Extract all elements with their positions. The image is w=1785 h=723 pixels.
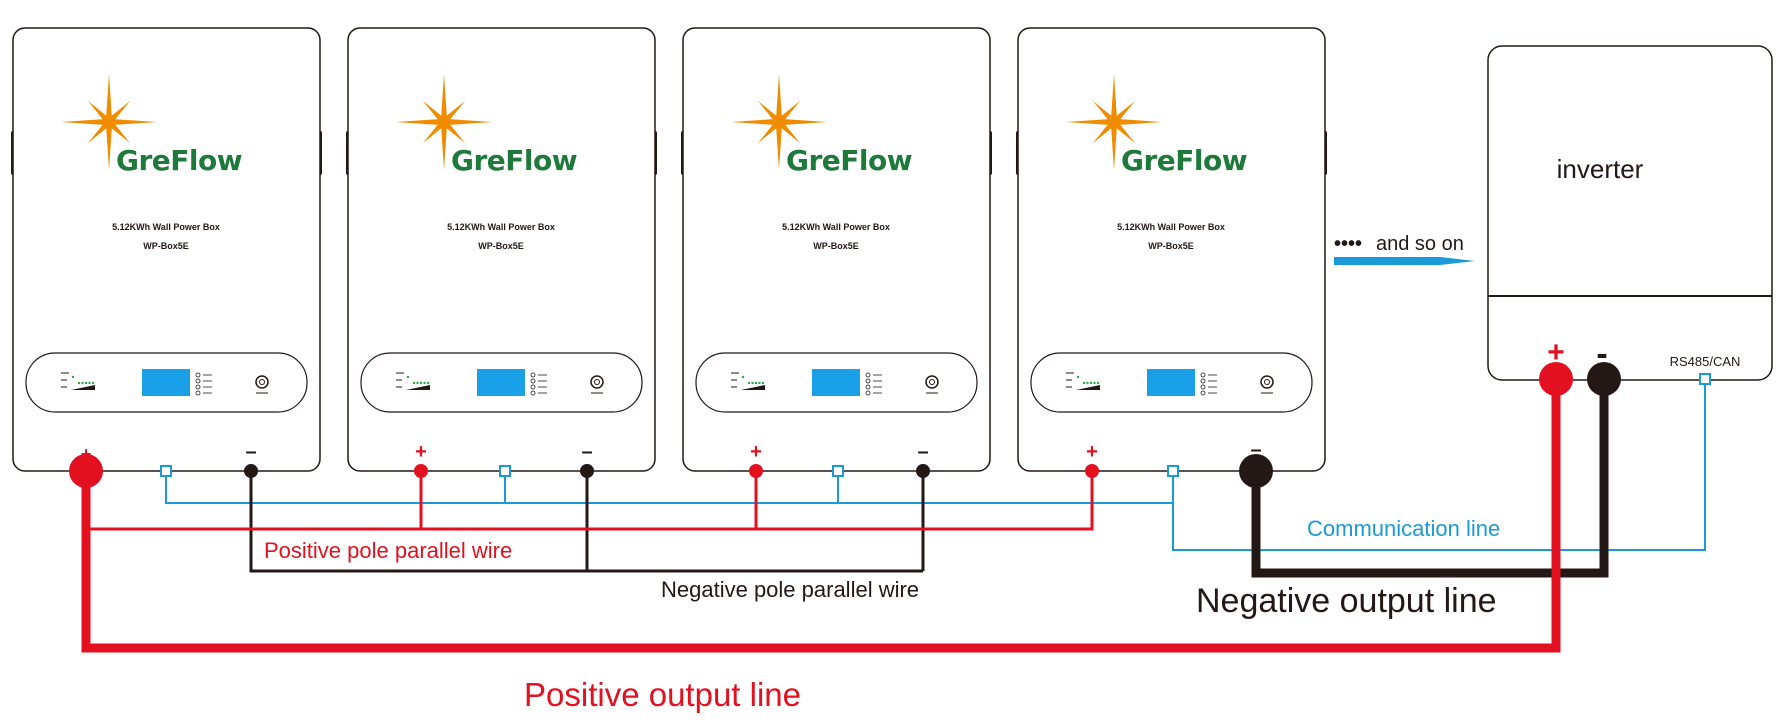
negative-parallel-wire — [249, 471, 923, 573]
inverter-rs485-port — [1699, 373, 1711, 385]
brand-star-icon — [1066, 74, 1162, 170]
positive-output-line — [81, 379, 1561, 653]
battery-4-positive-symbol: + — [1086, 441, 1098, 463]
indicator-leds-icon — [731, 372, 765, 390]
battery-terminals: + + + + – – – – — [69, 439, 1273, 488]
communication-bus — [165, 471, 1174, 504]
model-line-2: WP-Box5E — [813, 241, 859, 251]
negative-output-line — [1251, 379, 1609, 578]
lcd-display — [477, 369, 525, 396]
and-so-on-indicator: •••• and so on — [1334, 233, 1475, 265]
control-panel — [1030, 352, 1313, 413]
continuation-dots: •••• — [1334, 233, 1362, 255]
power-button-icon — [1260, 375, 1274, 389]
inverter-negative-symbol: - — [1596, 335, 1607, 373]
battery-1-positive-terminal — [69, 454, 103, 488]
power-button-icon — [255, 375, 269, 389]
positive-parallel-wiring — [86, 471, 1094, 531]
model-line-2: WP-Box5E — [478, 241, 524, 251]
brand-name: GreFlow — [1121, 144, 1247, 177]
communication-wiring — [165, 379, 1706, 551]
battery-4-negative-terminal — [1239, 454, 1273, 488]
battery-3-positive-terminal — [749, 464, 763, 478]
battery-2-negative-terminal — [580, 464, 594, 478]
positive-parallel-label: Positive pole parallel wire — [264, 538, 512, 563]
power-button-icon — [590, 375, 604, 389]
communication-line — [1172, 379, 1706, 551]
inverter-positive-symbol: + — [1547, 336, 1565, 369]
brand-star-icon — [731, 74, 827, 170]
inverter-negative-terminal — [1587, 362, 1621, 396]
lcd-display — [142, 369, 190, 396]
battery-3-negative-terminal — [916, 464, 930, 478]
battery-2-positive-terminal — [414, 464, 428, 478]
battery-1-comm-port — [160, 465, 172, 477]
rs485-can-label: RS485/CAN — [1670, 354, 1741, 369]
communication-line-label: Communication line — [1307, 516, 1500, 541]
model-line-1: 5.12KWh Wall Power Box — [782, 222, 890, 232]
inverter-label: inverter — [1557, 154, 1644, 184]
positive-output-label: Positive output line — [524, 676, 801, 713]
control-panel — [695, 352, 978, 413]
continuation-text: and so on — [1376, 233, 1464, 255]
model-line-1: 5.12KWh Wall Power Box — [447, 222, 555, 232]
control-panel — [360, 352, 643, 413]
brand-name: GreFlow — [116, 144, 242, 177]
inverter-unit: inverter RS485/CAN + - — [1487, 45, 1773, 381]
lcd-display — [812, 369, 860, 396]
control-panel — [25, 352, 308, 413]
menu-buttons-icon — [1200, 372, 1217, 396]
model-line-1: 5.12KWh Wall Power Box — [112, 222, 220, 232]
battery-3-positive-symbol: + — [750, 441, 762, 463]
battery-2-positive-symbol: + — [415, 441, 427, 463]
menu-buttons-icon — [865, 372, 882, 396]
positive-parallel-wire — [86, 471, 1094, 531]
inverter-body — [1487, 45, 1773, 381]
model-line-2: WP-Box5E — [143, 241, 189, 251]
negative-parallel-wiring — [249, 471, 925, 573]
brand-name: GreFlow — [451, 144, 577, 177]
indicator-leds-icon — [1066, 372, 1100, 390]
menu-buttons-icon — [530, 372, 547, 396]
power-button-icon — [925, 375, 939, 389]
continuation-arrow — [1334, 257, 1475, 265]
brand-star-icon — [61, 74, 157, 170]
battery-4-positive-terminal — [1085, 464, 1099, 478]
battery-4-comm-port — [1167, 465, 1179, 477]
battery-1-negative-symbol: – — [245, 441, 256, 463]
brand-name: GreFlow — [786, 144, 912, 177]
model-line-2: WP-Box5E — [1148, 241, 1194, 251]
battery-4-negative-symbol: – — [1250, 439, 1261, 461]
battery-2-negative-symbol: – — [581, 441, 592, 463]
indicator-leds-icon — [61, 372, 95, 390]
menu-buttons-icon — [195, 372, 212, 396]
battery-2-comm-port — [499, 465, 511, 477]
negative-parallel-label: Negative pole parallel wire — [661, 577, 919, 602]
negative-output-label: Negative output line — [1196, 582, 1497, 620]
brand-star-icon — [396, 74, 492, 170]
battery-3-negative-symbol: – — [917, 441, 928, 463]
indicator-leds-icon — [396, 372, 430, 390]
inverter-positive-terminal — [1539, 362, 1573, 396]
battery-1-positive-symbol: + — [81, 444, 92, 464]
battery-1-negative-terminal — [244, 464, 258, 478]
battery-3-comm-port — [832, 465, 844, 477]
model-line-1: 5.12KWh Wall Power Box — [1117, 222, 1225, 232]
lcd-display — [1147, 369, 1195, 396]
